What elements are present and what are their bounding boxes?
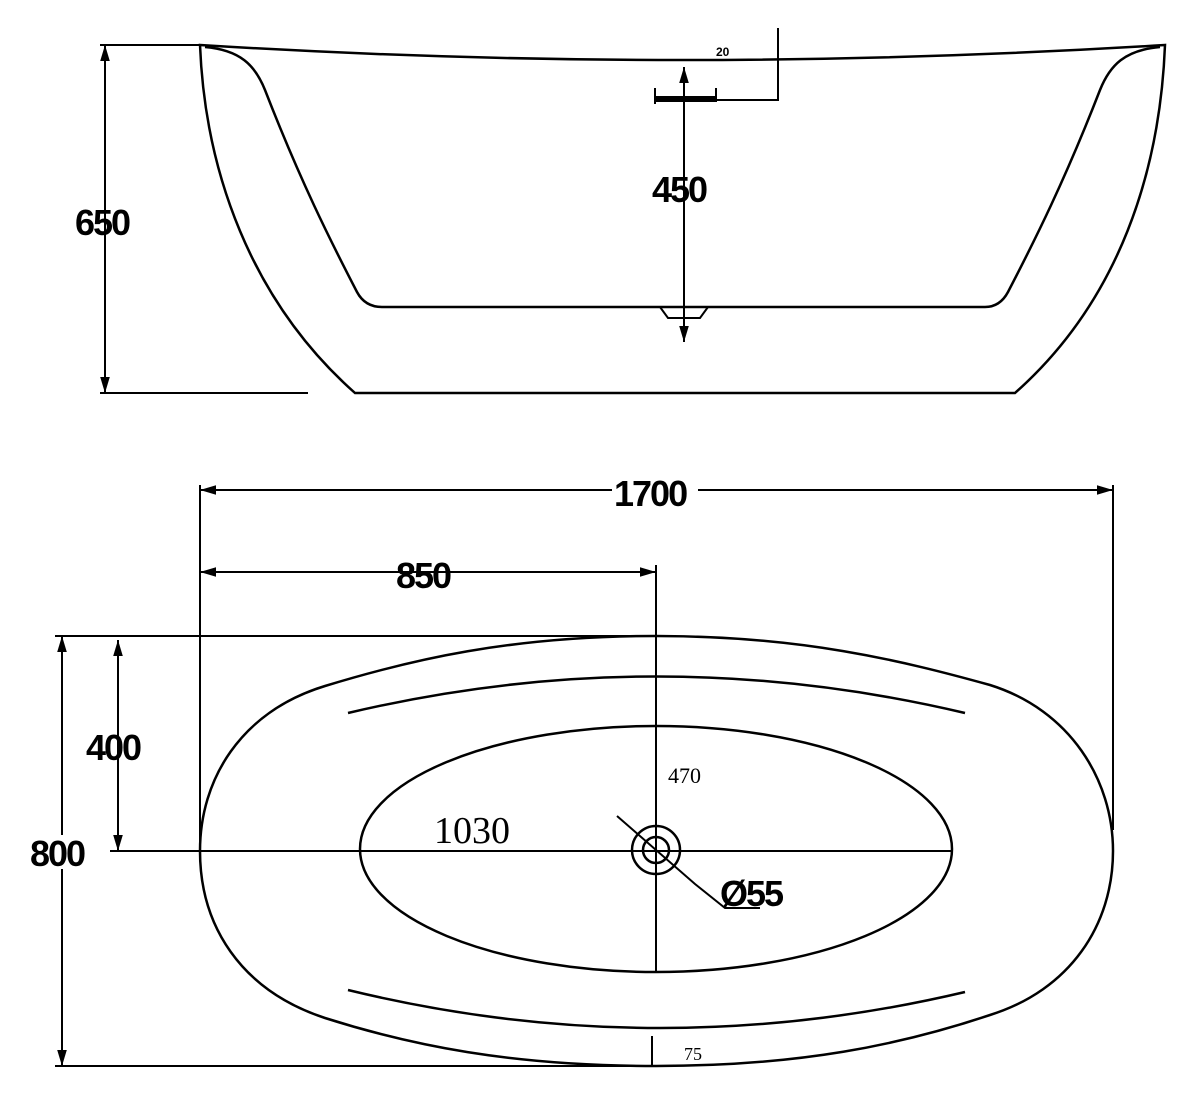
inner-length-label: 1030: [434, 810, 510, 852]
half-width-label: 400: [86, 727, 141, 768]
side-view: 20 450 650: [75, 28, 1167, 395]
rim-inner-arc-bottom: [347, 988, 966, 1030]
depth-label: 450: [652, 169, 707, 210]
tub-outer-profile: [198, 43, 1167, 395]
overflow-plate: [655, 96, 717, 102]
half-length-label: 850: [396, 555, 451, 596]
plan-view: Ø55 1700 850 470 1030 400 800 75: [28, 472, 1115, 1068]
width-label: 800: [30, 833, 85, 874]
wall-label: 75: [684, 1044, 702, 1064]
overflow-label: 20: [716, 45, 730, 59]
drain-diameter-label: Ø55: [720, 873, 784, 914]
overflow-dimension-line: [654, 28, 779, 104]
height-label: 650: [75, 202, 130, 243]
length-label: 1700: [614, 473, 687, 514]
inner-width-label: 470: [668, 763, 701, 788]
